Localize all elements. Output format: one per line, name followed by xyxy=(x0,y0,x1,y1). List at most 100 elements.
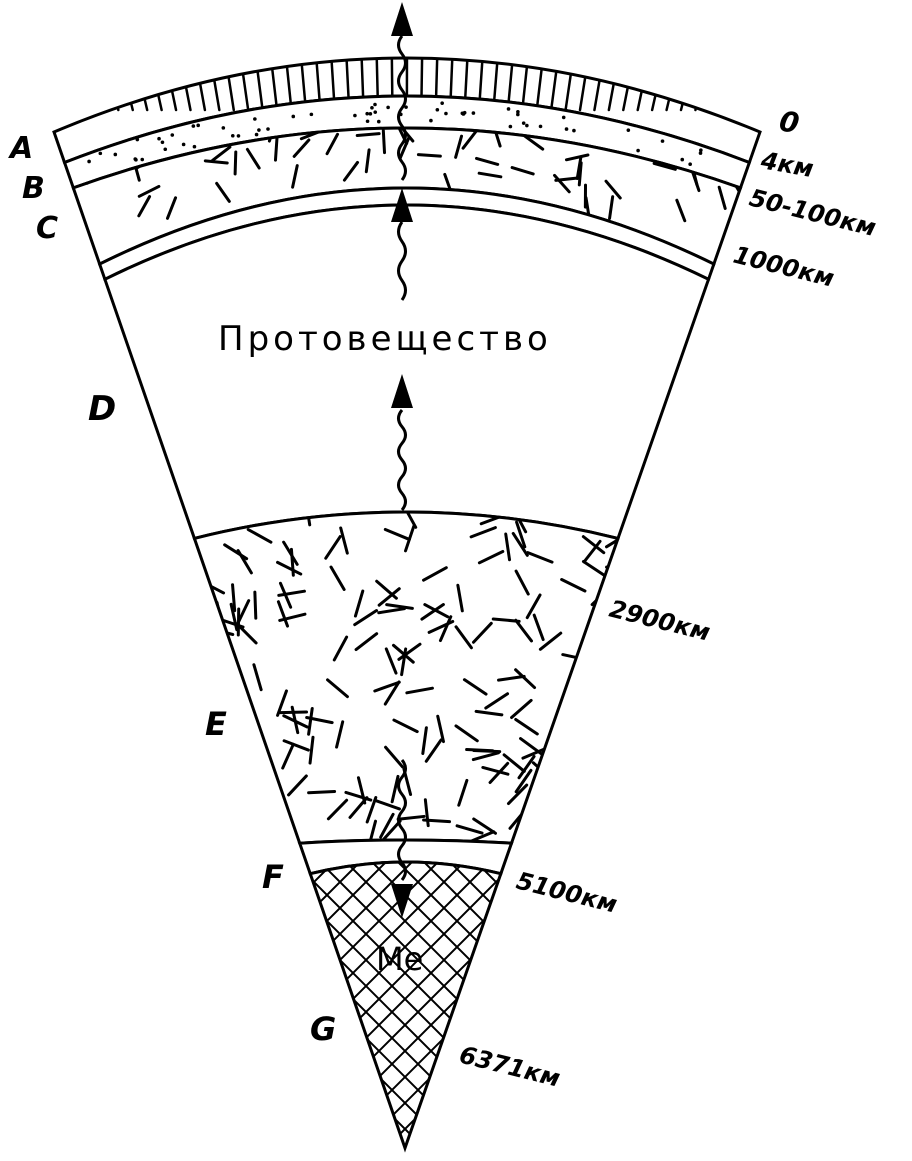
texture-stroke xyxy=(760,860,912,1160)
texture-dot xyxy=(521,121,526,125)
texture-stroke xyxy=(0,860,280,1160)
texture-stroke xyxy=(356,776,367,805)
depth-label-1000km: 1000км xyxy=(731,241,837,293)
texture-dot xyxy=(170,133,175,137)
texture-stroke xyxy=(310,862,311,1148)
texture-stroke xyxy=(0,860,124,1160)
texture-stroke xyxy=(514,768,533,794)
texture-stroke xyxy=(438,615,453,643)
texture-stroke xyxy=(0,860,228,1160)
texture-stroke xyxy=(310,862,415,1148)
texture-stroke xyxy=(593,706,618,721)
texture-stroke xyxy=(223,543,249,561)
texture-stroke xyxy=(686,860,912,1160)
texture-stroke xyxy=(54,58,77,112)
layer-letter-g: G xyxy=(310,1010,336,1048)
texture-stroke xyxy=(326,678,349,699)
texture-stroke xyxy=(506,783,529,806)
texture-stroke xyxy=(553,173,571,194)
texture-stroke xyxy=(177,831,187,855)
texture-stroke xyxy=(0,860,46,1160)
wavy-arrow-shaft xyxy=(397,35,407,181)
flow-arrows xyxy=(391,2,413,918)
texture-stroke xyxy=(420,603,445,621)
texture-stroke xyxy=(510,698,533,720)
texture-stroke xyxy=(604,860,904,1160)
texture-dot xyxy=(386,105,390,110)
texture-stroke xyxy=(0,860,98,1160)
texture-dot xyxy=(680,157,685,162)
texture-dot xyxy=(435,107,440,112)
texture-stroke xyxy=(812,860,912,1160)
texture-stroke xyxy=(424,738,443,763)
texture-dot xyxy=(564,127,569,131)
texture-stroke xyxy=(194,585,196,593)
texture-dot xyxy=(572,128,576,133)
texture-dot xyxy=(113,152,118,157)
texture-stroke xyxy=(310,862,501,1148)
texture-stroke xyxy=(324,535,342,560)
texture-stroke xyxy=(397,642,422,661)
texture-stroke xyxy=(307,789,337,795)
texture-stroke xyxy=(182,640,185,666)
texture-dot xyxy=(157,136,161,141)
texture-dot xyxy=(636,148,640,153)
texture-stroke xyxy=(581,535,606,555)
texture-stroke xyxy=(207,676,237,682)
texture-stroke xyxy=(252,58,264,112)
texture-stroke xyxy=(310,862,389,1148)
layer-g-core-region xyxy=(308,860,503,1153)
texture-stroke xyxy=(890,860,912,1160)
depth-label-2900km: 2900км xyxy=(607,595,713,647)
texture-stroke xyxy=(384,745,405,769)
texture-stroke xyxy=(287,774,308,797)
texture-stroke xyxy=(214,797,237,818)
texture-stroke xyxy=(215,181,231,203)
texture-dot xyxy=(266,127,270,131)
texture-stroke xyxy=(185,765,191,790)
texture-stroke xyxy=(339,526,349,555)
texture-stroke xyxy=(0,860,202,1160)
texture-stroke xyxy=(137,184,161,198)
texture-stroke xyxy=(0,860,176,1160)
texture-stroke xyxy=(455,824,484,835)
texture-stroke xyxy=(177,569,187,593)
texture-stroke xyxy=(786,860,912,1160)
texture-stroke xyxy=(276,600,290,628)
texture-dot xyxy=(699,148,703,152)
texture-stroke xyxy=(354,632,379,652)
texture-dot xyxy=(140,157,145,162)
texture-stroke xyxy=(712,860,912,1160)
texture-stroke xyxy=(454,134,464,159)
texture-stroke xyxy=(481,765,510,776)
texture-stroke xyxy=(278,612,307,622)
texture-dot xyxy=(236,134,241,138)
texture-stroke xyxy=(383,680,401,706)
layer-b-dots xyxy=(87,101,703,167)
layer-letter-c: C xyxy=(36,211,58,246)
texture-stroke xyxy=(465,748,495,753)
texture-stroke xyxy=(6,860,306,1160)
texture-dot xyxy=(368,112,373,116)
texture-stroke xyxy=(549,58,562,112)
texture-stroke xyxy=(235,753,251,780)
texture-stroke xyxy=(515,520,527,549)
texture-stroke xyxy=(364,148,371,174)
texture-stroke xyxy=(578,860,878,1160)
texture-stroke xyxy=(252,766,261,796)
texture-stroke xyxy=(764,860,912,1160)
texture-stroke xyxy=(231,583,237,613)
texture-stroke xyxy=(506,58,516,112)
texture-dot xyxy=(688,162,692,167)
texture-stroke xyxy=(525,593,542,620)
texture-dot xyxy=(698,151,703,155)
texture-stroke xyxy=(289,547,295,577)
texture-dot xyxy=(221,126,226,130)
texture-stroke xyxy=(514,717,539,736)
texture-stroke xyxy=(194,592,202,607)
texture-stroke xyxy=(605,565,618,579)
texture-dot xyxy=(508,124,513,129)
texture-stroke xyxy=(64,183,67,205)
texture-stroke xyxy=(310,862,501,1148)
texture-stroke xyxy=(427,619,455,634)
